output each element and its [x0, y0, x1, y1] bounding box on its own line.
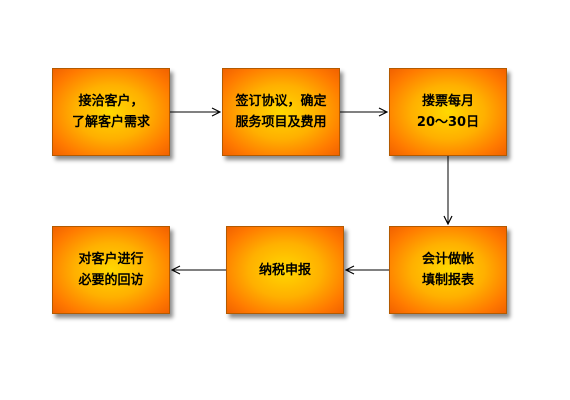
step-3-line-2: 20～30日 [416, 115, 480, 130]
step-1-line-2: 了解客户需求 [71, 115, 150, 130]
step-4-line-2: 填制报表 [421, 273, 474, 288]
step-3-line-1: 搂票每月 [421, 94, 474, 109]
step-6-box: 对客户进行 必要的回访 [52, 226, 170, 314]
step-6-line-1: 对客户进行 [78, 252, 144, 267]
step-1-line-1: 接洽客户， [78, 94, 144, 109]
step-5-box: 纳税申报 [226, 226, 344, 314]
step-2-box: 签订协议，确定 服务项目及费用 [222, 68, 340, 156]
step-2-line-1: 签订协议，确定 [235, 94, 327, 109]
step-5-line-1: 纳税申报 [258, 262, 311, 278]
step-6-line-2: 必要的回访 [78, 273, 144, 288]
step-3-box: 搂票每月 20～30日 [389, 68, 507, 156]
step-4-box: 会计做帐 填制报表 [389, 226, 507, 314]
step-4-line-1: 会计做帐 [421, 252, 474, 267]
step-2-line-2: 服务项目及费用 [235, 115, 327, 130]
step-1-box: 接洽客户， 了解客户需求 [52, 68, 170, 156]
